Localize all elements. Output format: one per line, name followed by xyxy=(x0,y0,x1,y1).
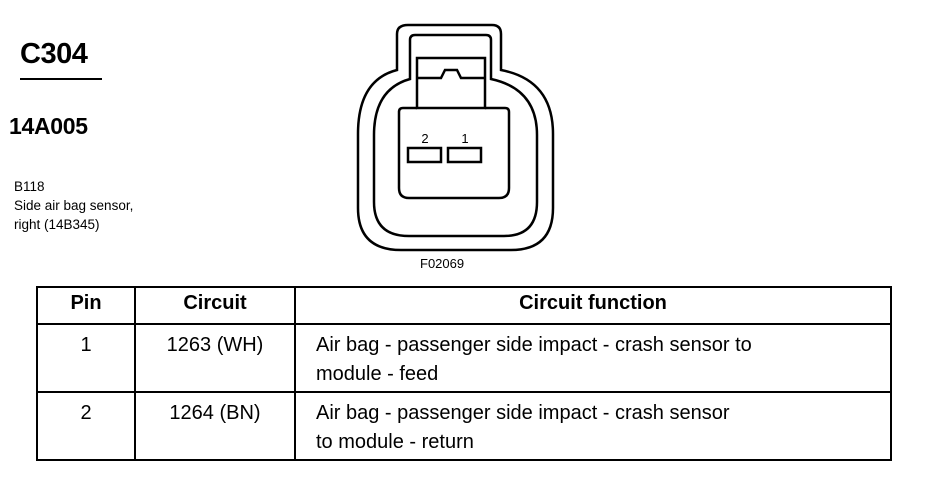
pin-table: Pin Circuit Circuit function 1 1263 (WH)… xyxy=(36,286,892,461)
function-line: Air bag - passenger side impact - crash … xyxy=(316,334,752,356)
table-row: 1 1263 (WH) Air bag - passenger side imp… xyxy=(36,323,892,393)
connector-id-underline xyxy=(20,78,102,80)
pin-housing xyxy=(397,106,511,200)
component-code: B118 xyxy=(14,179,45,194)
connector-face-diagram: 2 1 xyxy=(356,23,555,252)
cell-circuit: 1263 (WH) xyxy=(134,323,296,393)
locking-tab xyxy=(415,56,487,110)
pin-1-terminal xyxy=(446,146,483,164)
cell-function: Air bag - passenger side impact - crash … xyxy=(294,391,892,461)
component-description: B118 Side air bag sensor, right (14B345) xyxy=(14,177,133,234)
cell-circuit: 1264 (BN) xyxy=(134,391,296,461)
function-line: to module - return xyxy=(316,431,474,453)
connector-outer-shell xyxy=(356,23,555,252)
figure-label: F02069 xyxy=(420,256,465,271)
component-desc-line2: right (14B345) xyxy=(14,217,100,232)
part-number: 14A005 xyxy=(9,113,88,139)
function-line: module - feed xyxy=(316,363,439,385)
locking-tab-notch xyxy=(417,68,485,80)
pin-2-label: 2 xyxy=(421,131,428,146)
cell-function: Air bag - passenger side impact - crash … xyxy=(294,323,892,393)
header-circuit: Circuit xyxy=(134,286,296,325)
component-desc-line1: Side air bag sensor, xyxy=(14,198,134,213)
header-pin: Pin xyxy=(36,286,136,325)
header-function: Circuit function xyxy=(294,286,892,325)
connector-inner-shell xyxy=(372,33,539,238)
table-header-row: Pin Circuit Circuit function xyxy=(36,286,892,325)
cell-pin: 1 xyxy=(36,323,136,393)
cell-pin: 2 xyxy=(36,391,136,461)
pin-2-terminal xyxy=(406,146,443,164)
pin-1-label: 1 xyxy=(461,131,468,146)
table-row: 2 1264 (BN) Air bag - passenger side imp… xyxy=(36,391,892,461)
connector-id: C304 xyxy=(20,38,88,70)
function-line: Air bag - passenger side impact - crash … xyxy=(316,402,730,424)
